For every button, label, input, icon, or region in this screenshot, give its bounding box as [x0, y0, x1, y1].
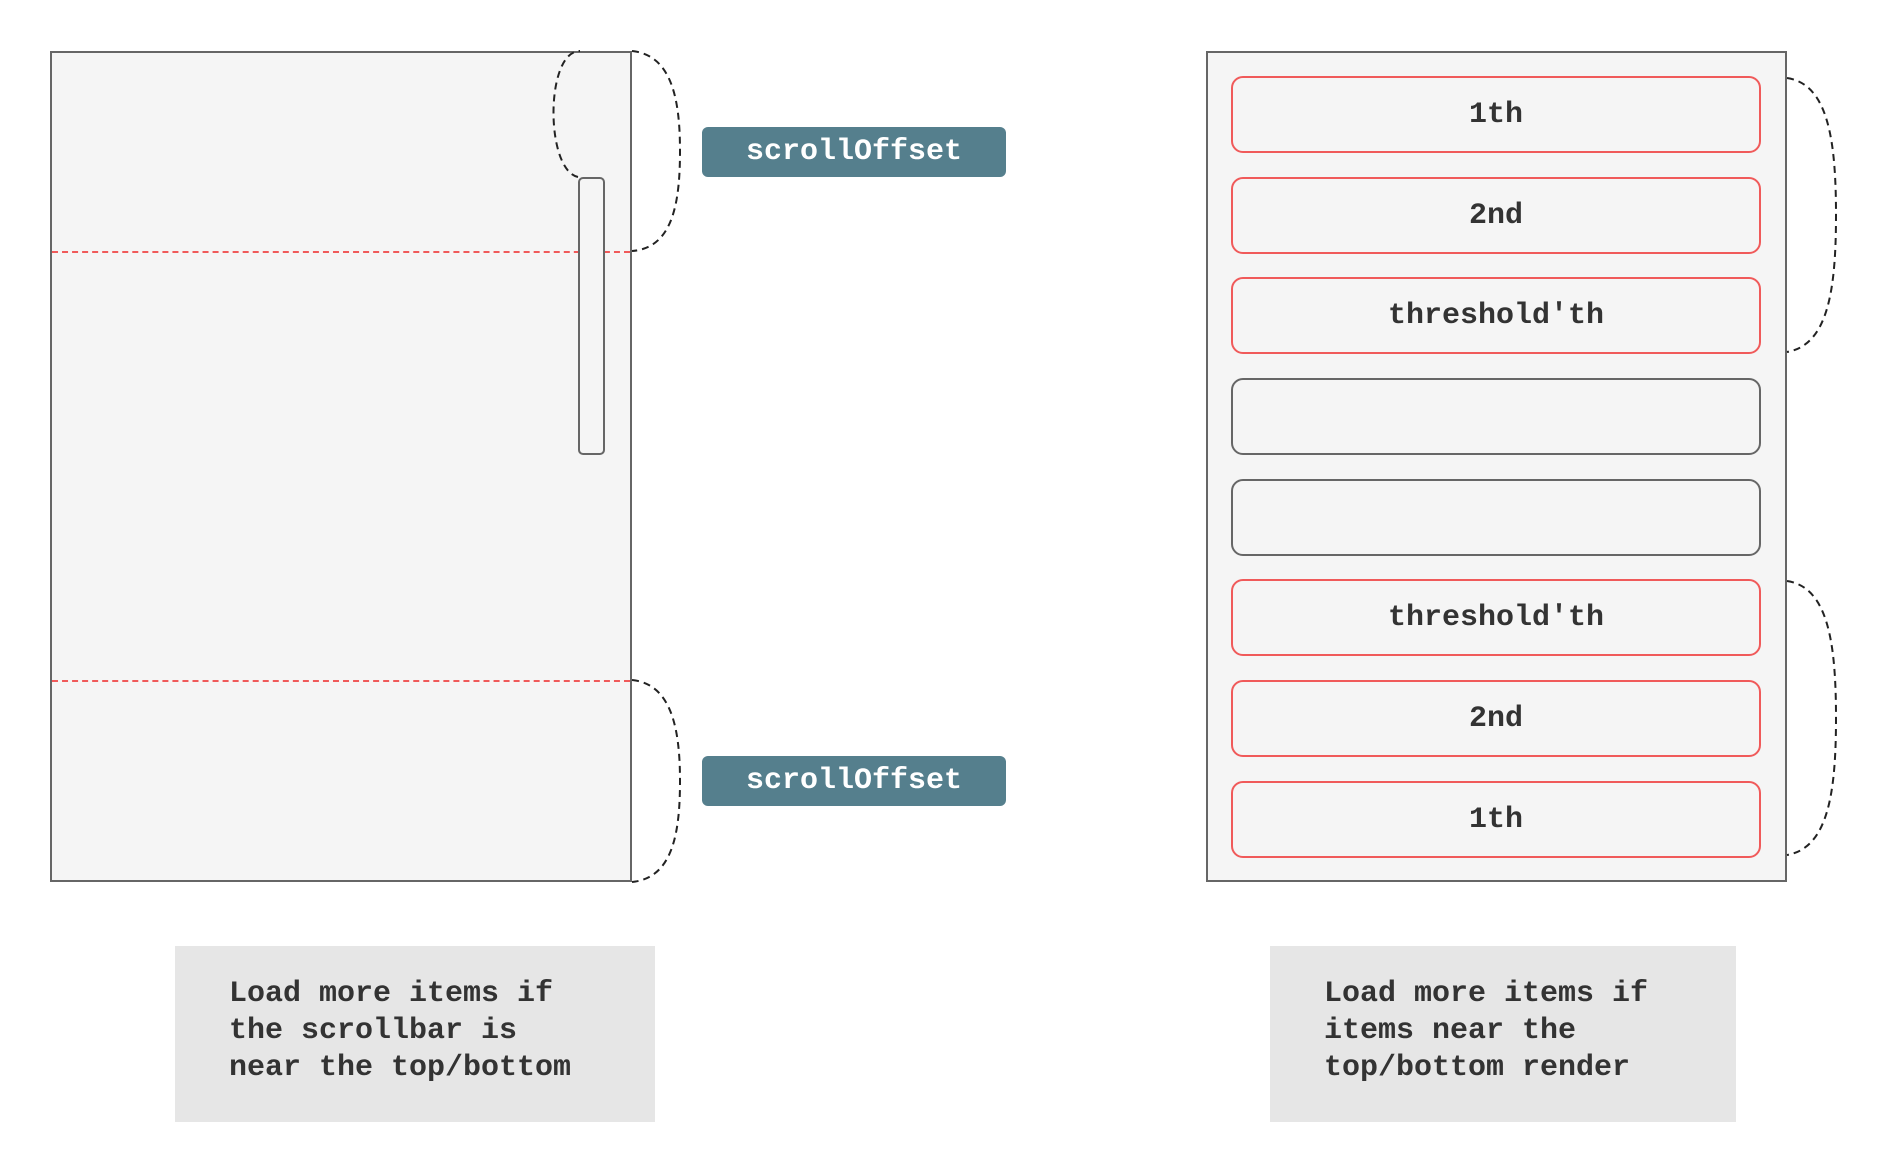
right-caption-line: items near the [1324, 1014, 1577, 1048]
right-caption-line: top/bottom render [1324, 1051, 1631, 1085]
scrollbar-thumb[interactable] [578, 177, 605, 455]
left-caption-line: near the top/bottom [229, 1051, 572, 1085]
left-top-scroll-bracket [552, 50, 581, 178]
list-item: 1th [1231, 76, 1761, 153]
left-caption-line: Load more items if [229, 977, 554, 1011]
left-caption: Load more items if the scrollbar is near… [175, 946, 655, 1122]
right-bottom-items-brace [1786, 580, 1838, 856]
list-item [1231, 479, 1761, 556]
right-caption-line: Load more items if [1324, 977, 1649, 1011]
right-top-items-brace [1786, 77, 1838, 353]
list-item [1231, 378, 1761, 455]
scroll-offset-top-tag: scrollOffset [702, 127, 1006, 177]
left-caption-line: the scrollbar is [229, 1014, 518, 1048]
scroll-container [50, 51, 632, 882]
left-top-offset-brace [631, 50, 682, 252]
list-item: 1th [1231, 781, 1761, 858]
list-item: 2nd [1231, 680, 1761, 757]
list-item: 2nd [1231, 177, 1761, 254]
scroll-offset-bottom-tag: scrollOffset [702, 756, 1006, 806]
top-threshold-line [52, 251, 630, 253]
bottom-threshold-line [52, 680, 630, 682]
right-caption: Load more items if items near the top/bo… [1270, 946, 1736, 1122]
left-bottom-offset-brace [631, 679, 682, 883]
list-item: threshold'th [1231, 277, 1761, 354]
list-item: threshold'th [1231, 579, 1761, 656]
